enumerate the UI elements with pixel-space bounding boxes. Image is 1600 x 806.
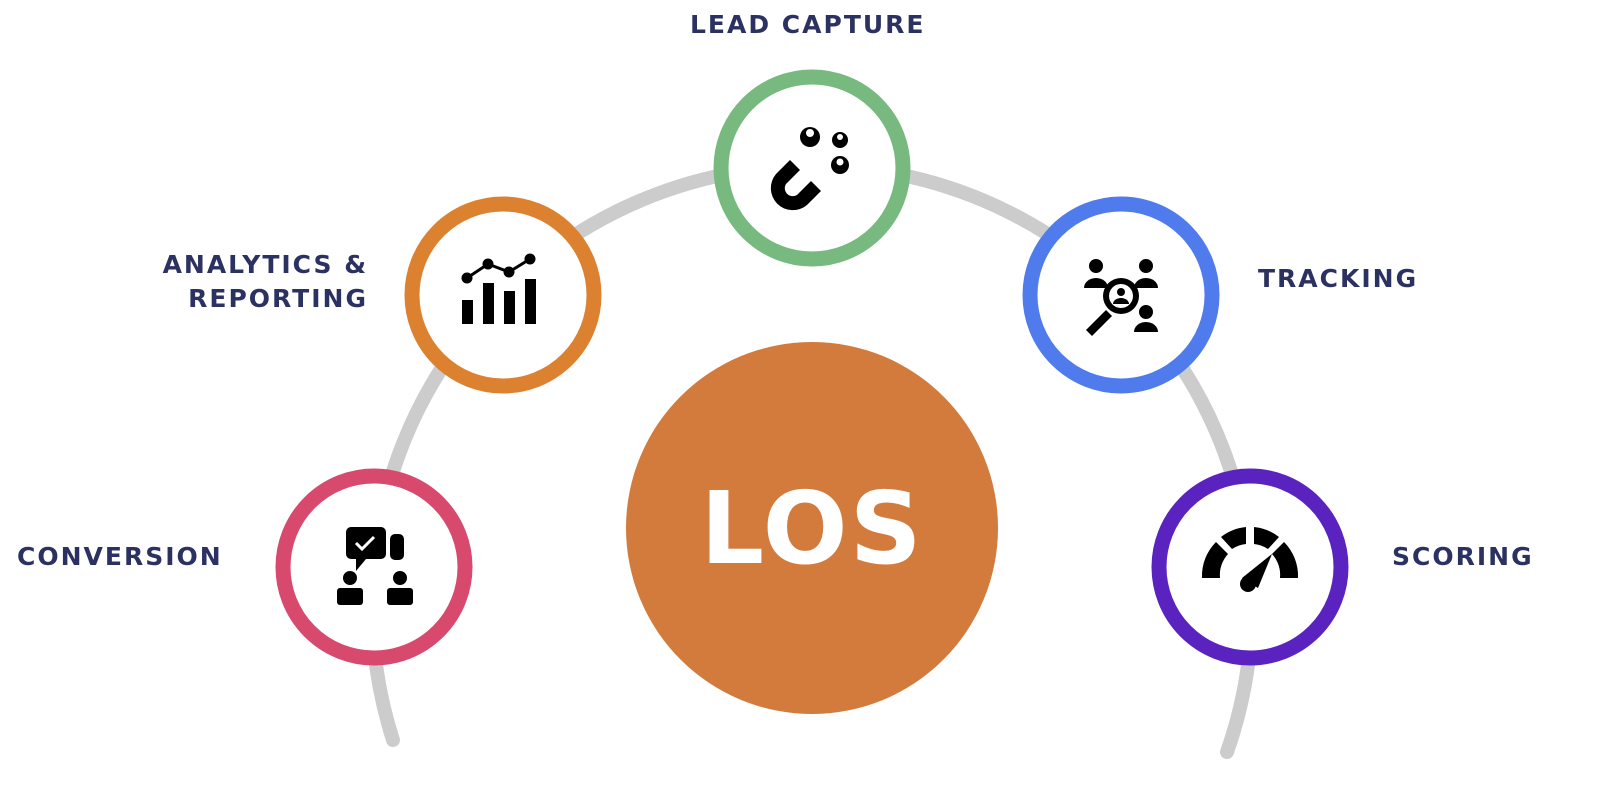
node-lead-capture (713, 69, 911, 267)
magnet-users-icon (770, 127, 849, 211)
speedometer-icon (1201, 527, 1299, 592)
node-tracking (1022, 196, 1220, 394)
label-analytics-line1: ANALYTICS & (162, 250, 368, 279)
search-users-icon (1084, 259, 1158, 336)
bar-line-chart-icon (461, 253, 536, 324)
center-label: LOS (700, 469, 924, 587)
label-tracking: TRACKING (1258, 264, 1419, 293)
label-conversion: CONVERSION (17, 542, 223, 571)
node-scoring (1151, 468, 1349, 666)
label-scoring: SCORING (1392, 542, 1534, 571)
node-conversion (275, 468, 473, 666)
node-analytics (404, 196, 602, 394)
label-lead-capture: LEAD CAPTURE (690, 10, 926, 39)
center-circle (626, 342, 998, 714)
label-analytics-line2: REPORTING (188, 284, 368, 313)
chat-people-icon (337, 527, 413, 605)
